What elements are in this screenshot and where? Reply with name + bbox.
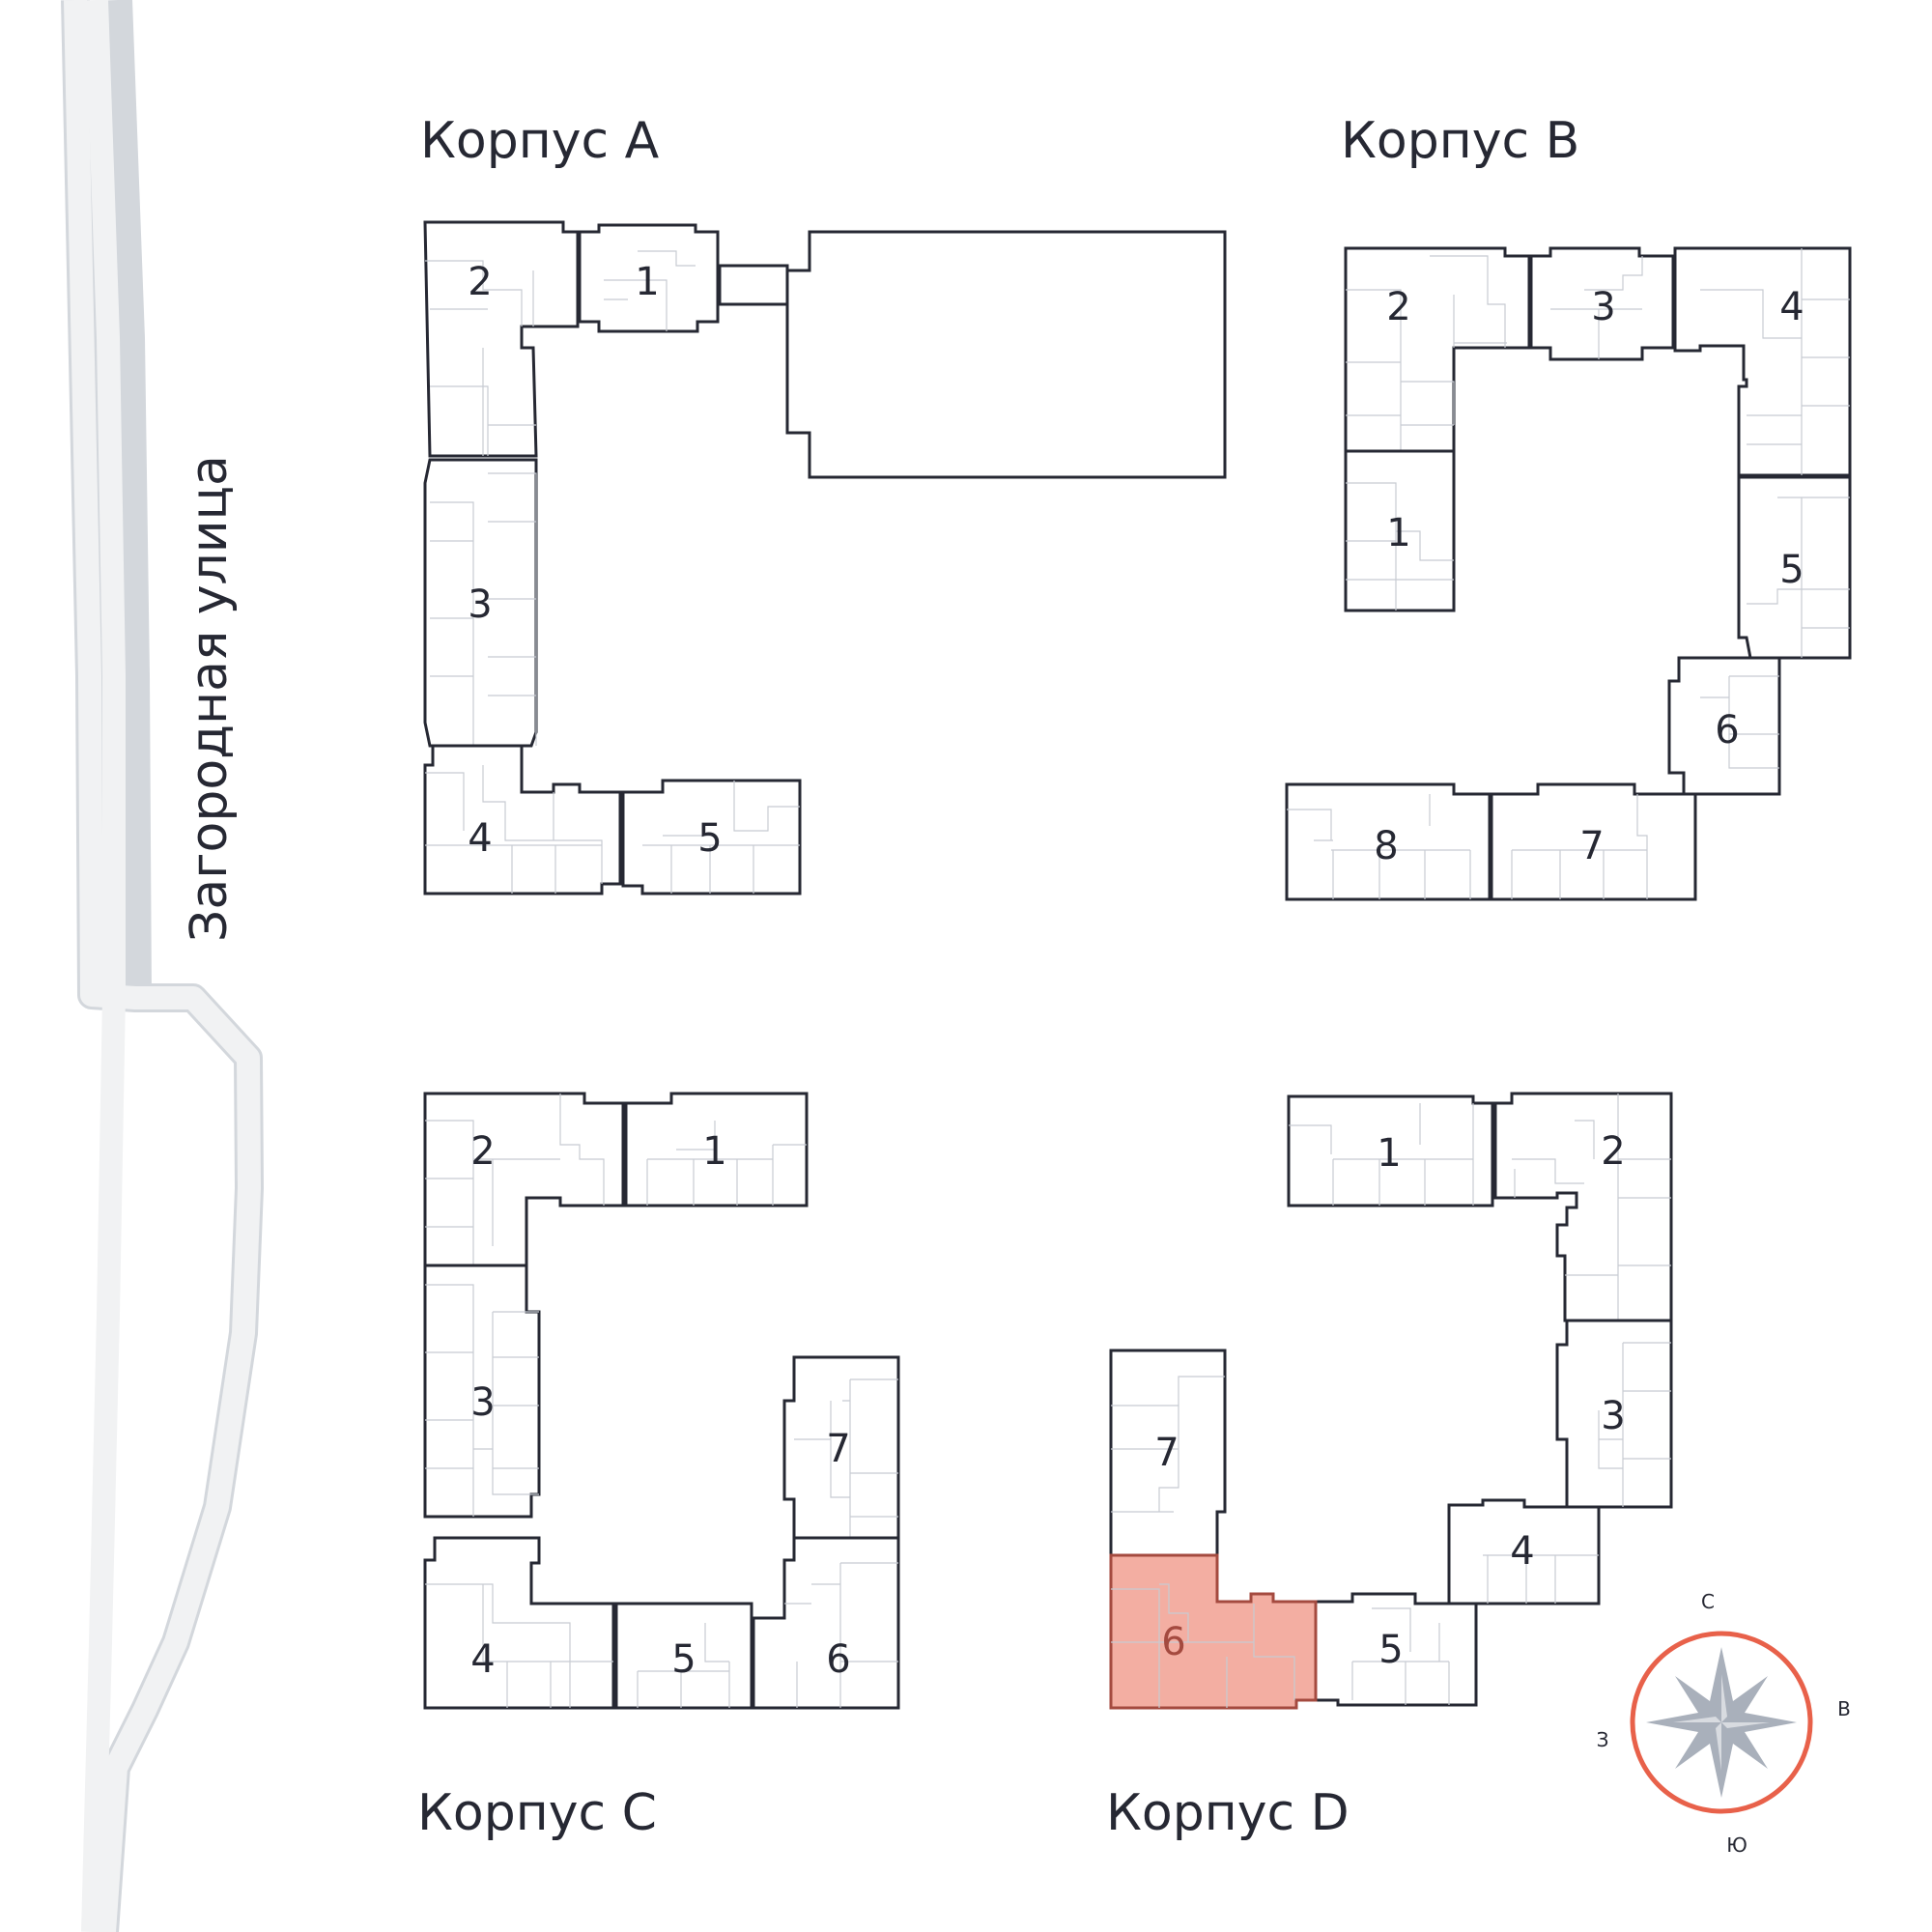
corpus-d-section-7[interactable] <box>1109 1349 1227 1557</box>
road <box>61 0 264 1932</box>
compass-star-inner-icon <box>1673 1674 1770 1771</box>
corpus-d-section-1[interactable] <box>1287 1094 1494 1208</box>
compass-ring <box>1630 1631 1813 1814</box>
corpus-c-section-4[interactable] <box>423 1536 615 1710</box>
corpus-b-section-3[interactable] <box>1529 246 1675 361</box>
corpus-b-section-7[interactable] <box>1490 782 1697 901</box>
compass-east: В <box>1837 1697 1851 1720</box>
corpus-d-label: Корпус D <box>1106 1784 1350 1842</box>
corpus-c-label: Корпус C <box>417 1784 657 1842</box>
corpus-a-section-5[interactable] <box>621 779 802 895</box>
corpus-b-section-6[interactable] <box>1667 656 1781 796</box>
corpus-a: 2 1 3 4 5 <box>423 220 1227 895</box>
corpus-c-section-5[interactable] <box>614 1602 753 1710</box>
corpus-a-parking[interactable] <box>785 230 1227 479</box>
corpus-b-section-2[interactable] <box>1344 246 1531 453</box>
compass-north: С <box>1701 1590 1715 1613</box>
corpus-a-passage[interactable] <box>718 264 789 306</box>
corpus-c-section-2[interactable] <box>423 1092 625 1267</box>
corpus-b-section-4[interactable] <box>1673 246 1852 477</box>
corpus-b-label: Корпус B <box>1341 112 1579 170</box>
corpus-d-section-6[interactable] <box>1109 1553 1318 1710</box>
corpus-a-section-2[interactable] <box>423 220 580 458</box>
corpus-d-section-4[interactable] <box>1447 1498 1601 1605</box>
corpus-c-section-6[interactable] <box>752 1536 900 1710</box>
compass: С В Ю З <box>1597 1590 1851 1857</box>
corpus-b-section-8[interactable] <box>1285 782 1492 901</box>
corpus-b-section-1[interactable] <box>1344 449 1456 612</box>
corpus-b-section-5[interactable] <box>1737 475 1852 660</box>
corpus-b: 2 3 4 1 5 6 8 7 <box>1285 246 1852 901</box>
corpus-a-section-4[interactable] <box>423 744 622 895</box>
corpus-d-section-2[interactable] <box>1493 1092 1673 1322</box>
corpus-d: 1 2 3 7 4 6 5 <box>1109 1092 1673 1710</box>
compass-west: З <box>1597 1728 1609 1751</box>
corpus-d-section-5[interactable] <box>1314 1592 1478 1707</box>
compass-south: Ю <box>1726 1833 1747 1857</box>
corpus-a-label: Корпус A <box>420 112 660 170</box>
corpus-a-section-1[interactable] <box>578 223 720 333</box>
corpus-c: 2 1 3 7 4 5 6 <box>423 1092 900 1710</box>
street-name: Загородная улица <box>181 455 239 942</box>
corpus-c-section-7[interactable] <box>782 1355 900 1540</box>
compass-star-icon <box>1646 1647 1797 1798</box>
corpus-a-section-3[interactable] <box>423 458 538 748</box>
corpus-d-section-3[interactable] <box>1555 1319 1673 1509</box>
corpus-c-section-3[interactable] <box>423 1264 541 1519</box>
corpus-c-section-1[interactable] <box>624 1092 809 1208</box>
